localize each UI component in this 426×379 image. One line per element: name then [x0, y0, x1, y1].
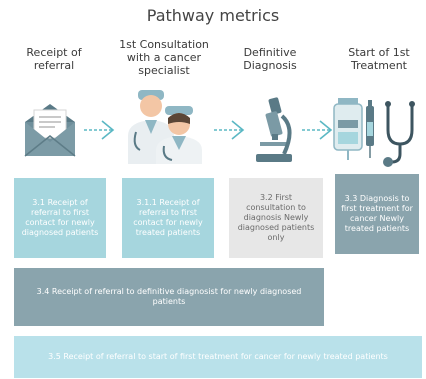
metric-3-4-text: 3.4 Receipt of referral to definitive di… — [36, 287, 302, 306]
page-title: Pathway metrics — [146, 6, 280, 25]
envelope-icon — [24, 104, 76, 157]
stage-label-referral: Receipt of referral — [26, 46, 82, 72]
metric-3-1-text: 3.1 Receipt of referral to first contact… — [21, 198, 99, 237]
arrow-right-icon — [214, 120, 245, 140]
treatment-icon — [333, 98, 415, 167]
metric-3-2-text: 3.2 First consultation to diagnosis Newl… — [237, 193, 315, 242]
stage-label-treatment: Start of 1st Treatment — [348, 46, 410, 72]
metric-3-5-text: 3.5 Receipt of referral to start of firs… — [48, 352, 388, 361]
metric-3-1-1-text: 3.1.1 Receipt of referral to first conta… — [133, 198, 203, 237]
metric-3-3-box: 3.3 Diagnosis to first treatment for can… — [335, 174, 419, 254]
metric-3-5-box: 3.5 Receipt of referral to start of firs… — [14, 336, 422, 378]
stage-label-diagnosis: Definitive Diagnosis — [243, 46, 297, 72]
arrow-right-icon — [302, 120, 333, 140]
doctors-icon — [128, 90, 202, 164]
metric-3-2-box: 3.2 First consultation to diagnosis Newl… — [229, 178, 323, 258]
metric-3-3-text: 3.3 Diagnosis to first treatment for can… — [341, 194, 413, 233]
metric-3-4-box: 3.4 Receipt of referral to definitive di… — [14, 268, 324, 326]
stage-label-consultation: 1st Consultation with a cancer specialis… — [119, 38, 209, 77]
metric-3-1-box: 3.1 Receipt of referral to first contact… — [14, 178, 106, 258]
metric-3-1-1-box: 3.1.1 Receipt of referral to first conta… — [122, 178, 214, 258]
arrow-right-icon — [84, 120, 115, 140]
microscope-icon — [256, 97, 292, 162]
